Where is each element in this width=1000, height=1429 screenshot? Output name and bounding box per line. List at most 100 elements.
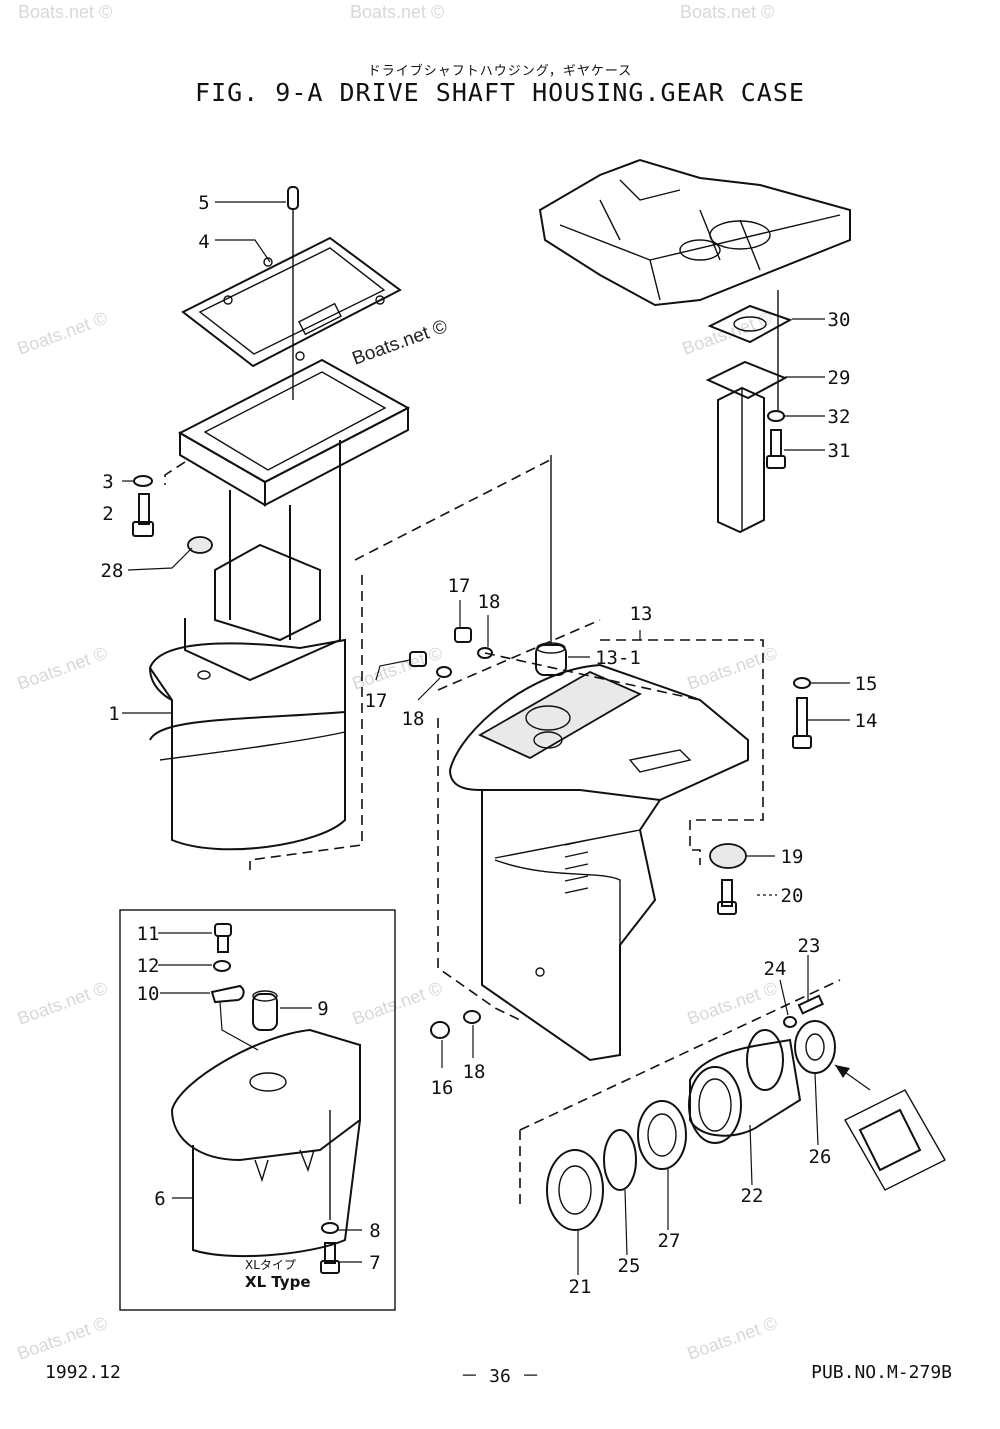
figure-title: FIG. 9-A DRIVE SHAFT HOUSING.GEAR CASE — [195, 78, 805, 107]
callout-3: 3 — [102, 471, 113, 493]
callout-6: 6 — [154, 1188, 165, 1210]
callout-20: 20 — [781, 885, 804, 907]
watermark: Boats.net © — [680, 2, 774, 22]
gasket-4-inner — [198, 247, 386, 355]
washer-12 — [213, 960, 231, 972]
watermark: Boats.net © — [18, 2, 112, 22]
gasket-4 — [181, 236, 402, 368]
gasket-hole — [223, 295, 233, 305]
screw-17 — [409, 651, 427, 667]
callout-25: 25 — [618, 1255, 641, 1277]
plate-10 — [210, 984, 245, 1004]
callout-24: 24 — [764, 958, 787, 980]
housing-flange-inner — [203, 371, 387, 471]
watermark: Boats.net © — [350, 2, 444, 22]
callout-16: 16 — [431, 1077, 454, 1099]
bearing-27-inner — [647, 1113, 677, 1157]
bottom-cowling-assembly — [538, 158, 851, 534]
gear-case-top-flange — [448, 663, 749, 802]
housing-window — [214, 543, 321, 642]
bushing-13-1 — [535, 644, 567, 676]
bearing-27 — [637, 1100, 687, 1170]
xl-type-inset: XLタイプ XL Type — [119, 909, 396, 1311]
housing-22-bore — [698, 1078, 732, 1132]
inset-label: XL Type — [245, 1273, 311, 1291]
footer-pub-number: PUB.NO.M-279B — [811, 1362, 952, 1383]
callout-9: 9 — [317, 998, 328, 1020]
bolt-14-shank — [796, 697, 808, 737]
housing-step — [184, 612, 341, 682]
callout-1: 1 — [108, 703, 119, 725]
callout-17-left: 17 — [365, 690, 388, 712]
phantom-line — [484, 652, 701, 701]
watermark: Boats.net © — [685, 978, 780, 1029]
bearing-21 — [546, 1149, 604, 1231]
washer-32 — [767, 410, 785, 422]
housing-fin-mid — [149, 711, 346, 741]
water-intake-slots — [564, 839, 589, 894]
callout-12: 12 — [137, 955, 160, 977]
washer-18 — [463, 1010, 481, 1024]
callout-7: 7 — [369, 1252, 380, 1274]
callout-18-top: 18 — [478, 591, 501, 613]
xl-housing-flange — [170, 1028, 361, 1162]
callout-32: 32 — [828, 406, 851, 428]
housing-flange-front — [264, 406, 409, 507]
gasket-hole — [295, 351, 305, 361]
pin-5 — [287, 186, 299, 210]
prop-shaft-housing-22 — [689, 1038, 802, 1137]
bolt-31-head — [766, 455, 786, 469]
bolt-23 — [797, 994, 824, 1015]
callout-4: 4 — [198, 231, 209, 253]
gear-case-bore — [525, 705, 571, 731]
callout-14: 14 — [855, 710, 878, 732]
gear-case-slot — [628, 749, 692, 773]
washer-3 — [133, 475, 153, 487]
gasket-slot — [298, 302, 342, 336]
bearing-21-inner — [558, 1165, 592, 1215]
cowling-boss — [679, 239, 721, 261]
detail-frame — [844, 1089, 946, 1191]
leader-lines — [122, 201, 850, 1275]
gear-case — [409, 455, 812, 1062]
housing-leg — [148, 638, 346, 851]
grommet-19 — [709, 843, 747, 869]
callout-5: 5 — [198, 192, 209, 214]
washer-15 — [793, 677, 811, 689]
detail-arrowhead — [835, 1065, 850, 1078]
bolt-2-shank — [138, 493, 150, 525]
housing-22-face — [688, 1066, 742, 1144]
callout-23: 23 — [798, 935, 821, 957]
gear-case-bore-lower — [533, 731, 563, 749]
callout-27: 27 — [658, 1230, 681, 1252]
watermark: Boats.net © — [350, 643, 445, 694]
callout-15: 15 — [855, 673, 878, 695]
xl-housing-bore — [249, 1072, 287, 1092]
mount-29-plate — [705, 360, 788, 400]
detail-seal — [858, 1108, 922, 1172]
bolt-20 — [721, 879, 733, 907]
callout-13: 13 — [630, 603, 653, 625]
gear-case-body-lines — [494, 829, 641, 945]
callout-30: 30 — [828, 309, 851, 331]
callout-8: 8 — [369, 1220, 380, 1242]
gear-case-phantom-box — [437, 619, 764, 1021]
inset-label-jp: XLタイプ — [245, 1258, 296, 1272]
seal-26-inner — [805, 1033, 825, 1061]
callout-29: 29 — [828, 367, 851, 389]
gasket-hole — [263, 257, 273, 267]
callout-26: 26 — [809, 1146, 832, 1168]
drive-shaft-housing — [132, 186, 551, 870]
callout-22: 22 — [741, 1185, 764, 1207]
prop-axis-phantom — [519, 979, 841, 1210]
bushing-9-top — [252, 990, 278, 1002]
callout-21: 21 — [569, 1276, 592, 1298]
callout-19: 19 — [781, 846, 804, 868]
watermark: Boats.net © — [685, 1313, 780, 1364]
watermark: Boats.net © — [15, 643, 110, 694]
plug-16 — [430, 1021, 450, 1039]
xl-housing-ribs — [254, 1149, 315, 1183]
callout-17-top: 17 — [448, 575, 471, 597]
seal-26 — [794, 1020, 836, 1074]
